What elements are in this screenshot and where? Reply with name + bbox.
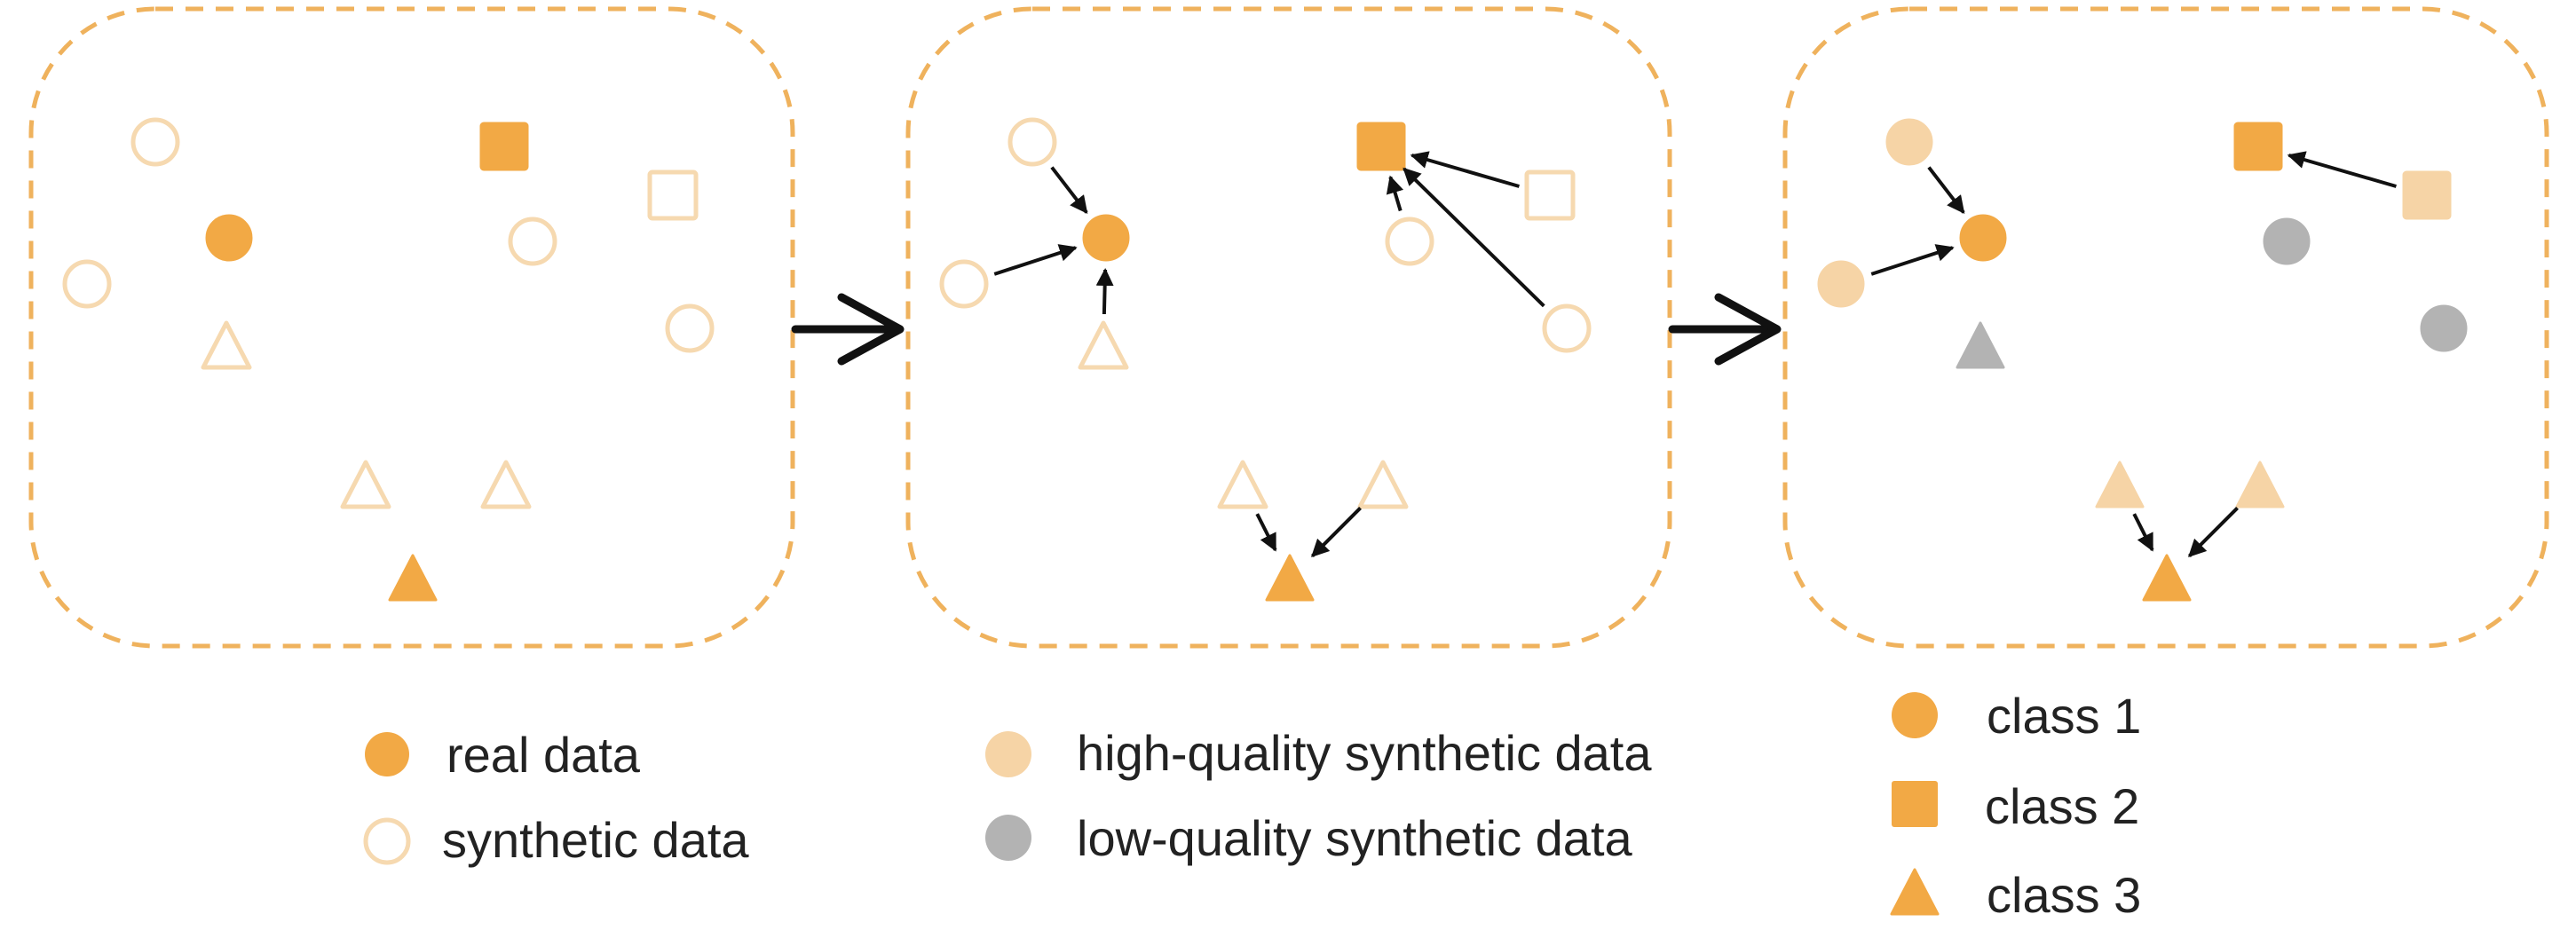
- panel-border: [1782, 6, 2549, 649]
- synthetic-square-class-2: [1524, 169, 1576, 221]
- match-arrow: [2287, 151, 2397, 188]
- low-quality-triangle-class-3: [1956, 321, 2005, 369]
- transition-arrow-1: [791, 293, 905, 366]
- match-arrow: [1386, 175, 1404, 212]
- legend-class-2-label: class 2: [1985, 778, 2139, 834]
- match-arrow: [1870, 244, 1955, 276]
- synthetic-circle-class-2: [1542, 303, 1592, 353]
- legend: real data synthetic data high-quality sy…: [363, 688, 2141, 923]
- synthetic-circle-class-1: [62, 259, 112, 309]
- panel-matching: [905, 6, 1672, 649]
- synthetic-triangle-class-3: [340, 460, 391, 509]
- synthetic-triangle-class-3: [1078, 320, 1129, 370]
- legend-class-1-label: class 1: [1987, 688, 2141, 744]
- real-circle-class-1: [205, 214, 253, 262]
- match-arrow: [2132, 513, 2154, 552]
- panels: [28, 6, 2549, 649]
- real-circle-class-1: [1959, 214, 2007, 262]
- synthetic-circle-class-2: [665, 303, 715, 353]
- real-square-class-2: [2233, 122, 2283, 171]
- synthetic-triangle-class-3: [201, 320, 252, 370]
- real-circle-class-1: [1082, 214, 1130, 262]
- match-arrow: [993, 244, 1078, 276]
- legend-real-data-marker: [365, 732, 409, 776]
- legend-synthetic-data-label: synthetic data: [442, 812, 749, 868]
- high-quality-circle-class-1: [1817, 260, 1865, 308]
- legend-real-data-label: real data: [446, 727, 641, 783]
- match-arrow: [1255, 513, 1277, 552]
- synthetic-square-class-2: [647, 169, 699, 221]
- panel-border: [905, 6, 1672, 649]
- real-triangle-class-3: [2142, 554, 2192, 602]
- real-triangle-class-3: [388, 554, 438, 602]
- panel-initial-data: [28, 6, 795, 649]
- match-arrow: [1410, 151, 1520, 188]
- match-arrow: [1311, 507, 1362, 557]
- synthetic-circle-class-2: [1385, 217, 1434, 266]
- high-quality-square-class-2: [2402, 170, 2452, 220]
- legend-low-quality-label: low-quality synthetic data: [1077, 810, 1633, 866]
- match-arrow: [1050, 166, 1088, 215]
- legend-high-quality-label: high-quality synthetic data: [1077, 725, 1652, 781]
- legend-class-1-marker: [1892, 692, 1938, 738]
- real-square-class-2: [1356, 122, 1406, 171]
- panel-border: [28, 6, 795, 649]
- legend-high-quality-marker: [985, 731, 1031, 777]
- synthetic-triangle-class-3: [1217, 460, 1268, 509]
- synthetic-triangle-class-3: [1357, 460, 1409, 509]
- high-quality-circle-class-1: [1885, 118, 1933, 166]
- match-arrow: [1927, 166, 1965, 215]
- legend-synthetic-data-marker: [363, 817, 411, 865]
- synthetic-circle-class-1: [939, 259, 989, 309]
- synthetic-circle-class-2: [508, 217, 557, 266]
- match-arrow: [1403, 167, 1545, 308]
- synthetic-circle-class-1: [130, 117, 180, 167]
- transition-arrow-2: [1668, 293, 1782, 366]
- legend-class-2-marker: [1892, 781, 1938, 827]
- match-arrow: [2188, 507, 2239, 557]
- legend-class-3-label: class 3: [1987, 867, 2141, 923]
- high-quality-triangle-class-3: [2095, 461, 2145, 508]
- match-arrow: [1095, 267, 1114, 315]
- low-quality-circle-class-2: [2420, 304, 2468, 352]
- real-square-class-2: [479, 122, 529, 171]
- real-triangle-class-3: [1265, 554, 1315, 602]
- legend-low-quality-marker: [985, 815, 1031, 861]
- high-quality-triangle-class-3: [2235, 461, 2285, 508]
- low-quality-circle-class-2: [2263, 217, 2311, 265]
- synthetic-triangle-class-3: [480, 460, 532, 509]
- panel-quality-filtered: [1782, 6, 2549, 649]
- legend-class-3-marker: [1890, 868, 1940, 916]
- synthetic-circle-class-1: [1007, 117, 1057, 167]
